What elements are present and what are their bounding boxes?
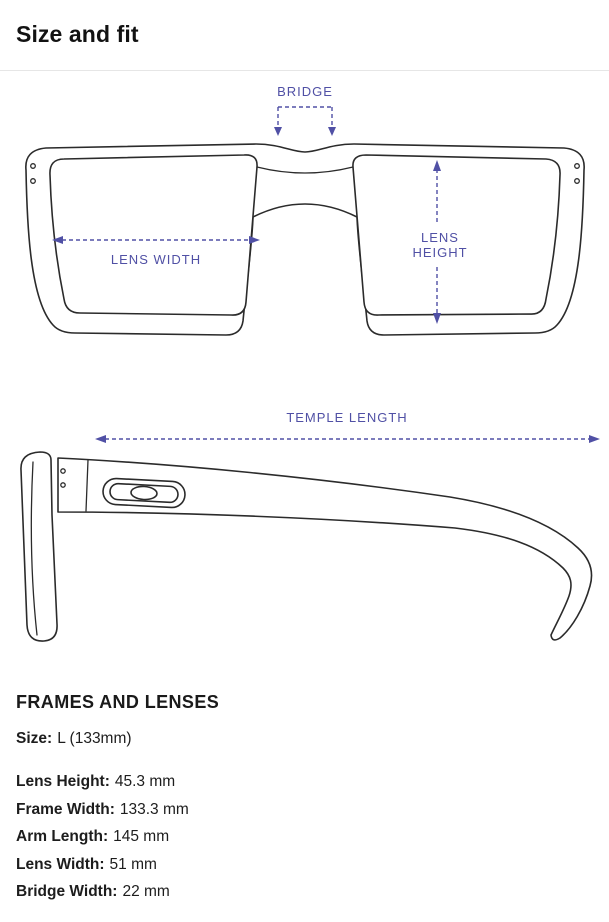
- temple-arm-outline: [57, 457, 593, 641]
- spec-value: 45.3 mm: [114, 773, 176, 790]
- frame-front-side-profile: [20, 451, 58, 642]
- lens-height-arrowhead-top-icon: [433, 160, 441, 171]
- right-lens-opening: [352, 154, 561, 316]
- spec-label: Bridge Width:: [16, 883, 118, 900]
- bridge-underside-line: [256, 166, 354, 174]
- lens-edge-contour: [30, 461, 38, 636]
- divider: [0, 70, 609, 71]
- left-lens-opening: [49, 154, 258, 316]
- size-label: Size:: [16, 730, 53, 747]
- spec-row-arm-length: Arm Length:145 mm: [16, 823, 593, 851]
- side-view-diagram: TEMPLE LENGTH: [20, 410, 600, 642]
- bridge-measure-bracket: [277, 106, 333, 127]
- spec-row-frame-width: Frame Width:133.3 mm: [16, 796, 593, 824]
- specs-heading: FRAMES AND LENSES: [16, 692, 220, 712]
- spec-value: 133.3 mm: [119, 800, 189, 818]
- sunglasses-side-art: [20, 451, 593, 642]
- size-and-fit-header: Size and fit: [0, 0, 609, 70]
- oakley-o-icon: [130, 485, 158, 501]
- spec-label: Arm Length:: [16, 828, 109, 845]
- left-rivet-top: [30, 163, 36, 169]
- bridge-label: BRIDGE: [277, 84, 333, 99]
- spec-row-bridge-width: Bridge Width:22 mm: [16, 878, 593, 906]
- lens-width-arrowhead-right-icon: [249, 236, 260, 244]
- spec-value: 51 mm: [109, 855, 157, 873]
- page-title: Size and fit: [16, 21, 139, 47]
- spec-value: 22 mm: [122, 883, 170, 900]
- left-rivet-bottom: [30, 178, 36, 184]
- lens-height-arrowhead-bottom-icon: [433, 313, 441, 324]
- temple-logo-plate: [102, 477, 186, 509]
- lens-height-label-line1: LENS: [421, 230, 459, 245]
- hinge-seam-line: [85, 459, 89, 512]
- lens-height-label-line2: HEIGHT: [412, 245, 467, 260]
- right-rivet-bottom: [574, 178, 580, 184]
- sunglasses-front-art: [25, 143, 585, 336]
- bridge-arrowhead-left-icon: [274, 127, 282, 136]
- spec-label: Lens Width:: [16, 855, 105, 873]
- lens-width-annotation: LENS WIDTH: [52, 236, 260, 267]
- size-line: Size:L (133mm): [16, 729, 593, 748]
- hinge-screw-bottom: [60, 482, 66, 488]
- temple-length-annotation: TEMPLE LENGTH: [95, 410, 600, 443]
- bridge-arrowhead-right-icon: [328, 127, 336, 136]
- size-value: L (133mm): [57, 730, 132, 747]
- lens-height-annotation: LENS HEIGHT: [412, 160, 467, 324]
- temple-length-label: TEMPLE LENGTH: [286, 410, 407, 425]
- temple-length-arrowhead-left-icon: [95, 435, 106, 443]
- spec-label: Frame Width:: [16, 800, 115, 818]
- spec-label: Lens Height:: [16, 773, 110, 790]
- spec-row-lens-height: Lens Height:45.3 mm: [16, 768, 593, 796]
- hinge-screw-top: [60, 468, 66, 474]
- lens-width-arrowhead-left-icon: [52, 236, 63, 244]
- spec-value: 145 mm: [113, 828, 170, 845]
- bridge-annotation: BRIDGE: [274, 84, 336, 136]
- right-rivet-top: [574, 163, 580, 169]
- spec-rows: Lens Height:45.3 mm Frame Width:133.3 mm…: [16, 768, 593, 906]
- specs-section: FRAMES AND LENSES Size:L (133mm) Lens He…: [0, 692, 609, 906]
- temple-length-arrowhead-right-icon: [589, 435, 600, 443]
- spec-row-lens-width: Lens Width:51 mm: [16, 851, 593, 879]
- lens-width-label: LENS WIDTH: [111, 252, 201, 267]
- front-view-diagram: BRIDGE LENS WIDTH LENS HEIGHT: [25, 84, 585, 336]
